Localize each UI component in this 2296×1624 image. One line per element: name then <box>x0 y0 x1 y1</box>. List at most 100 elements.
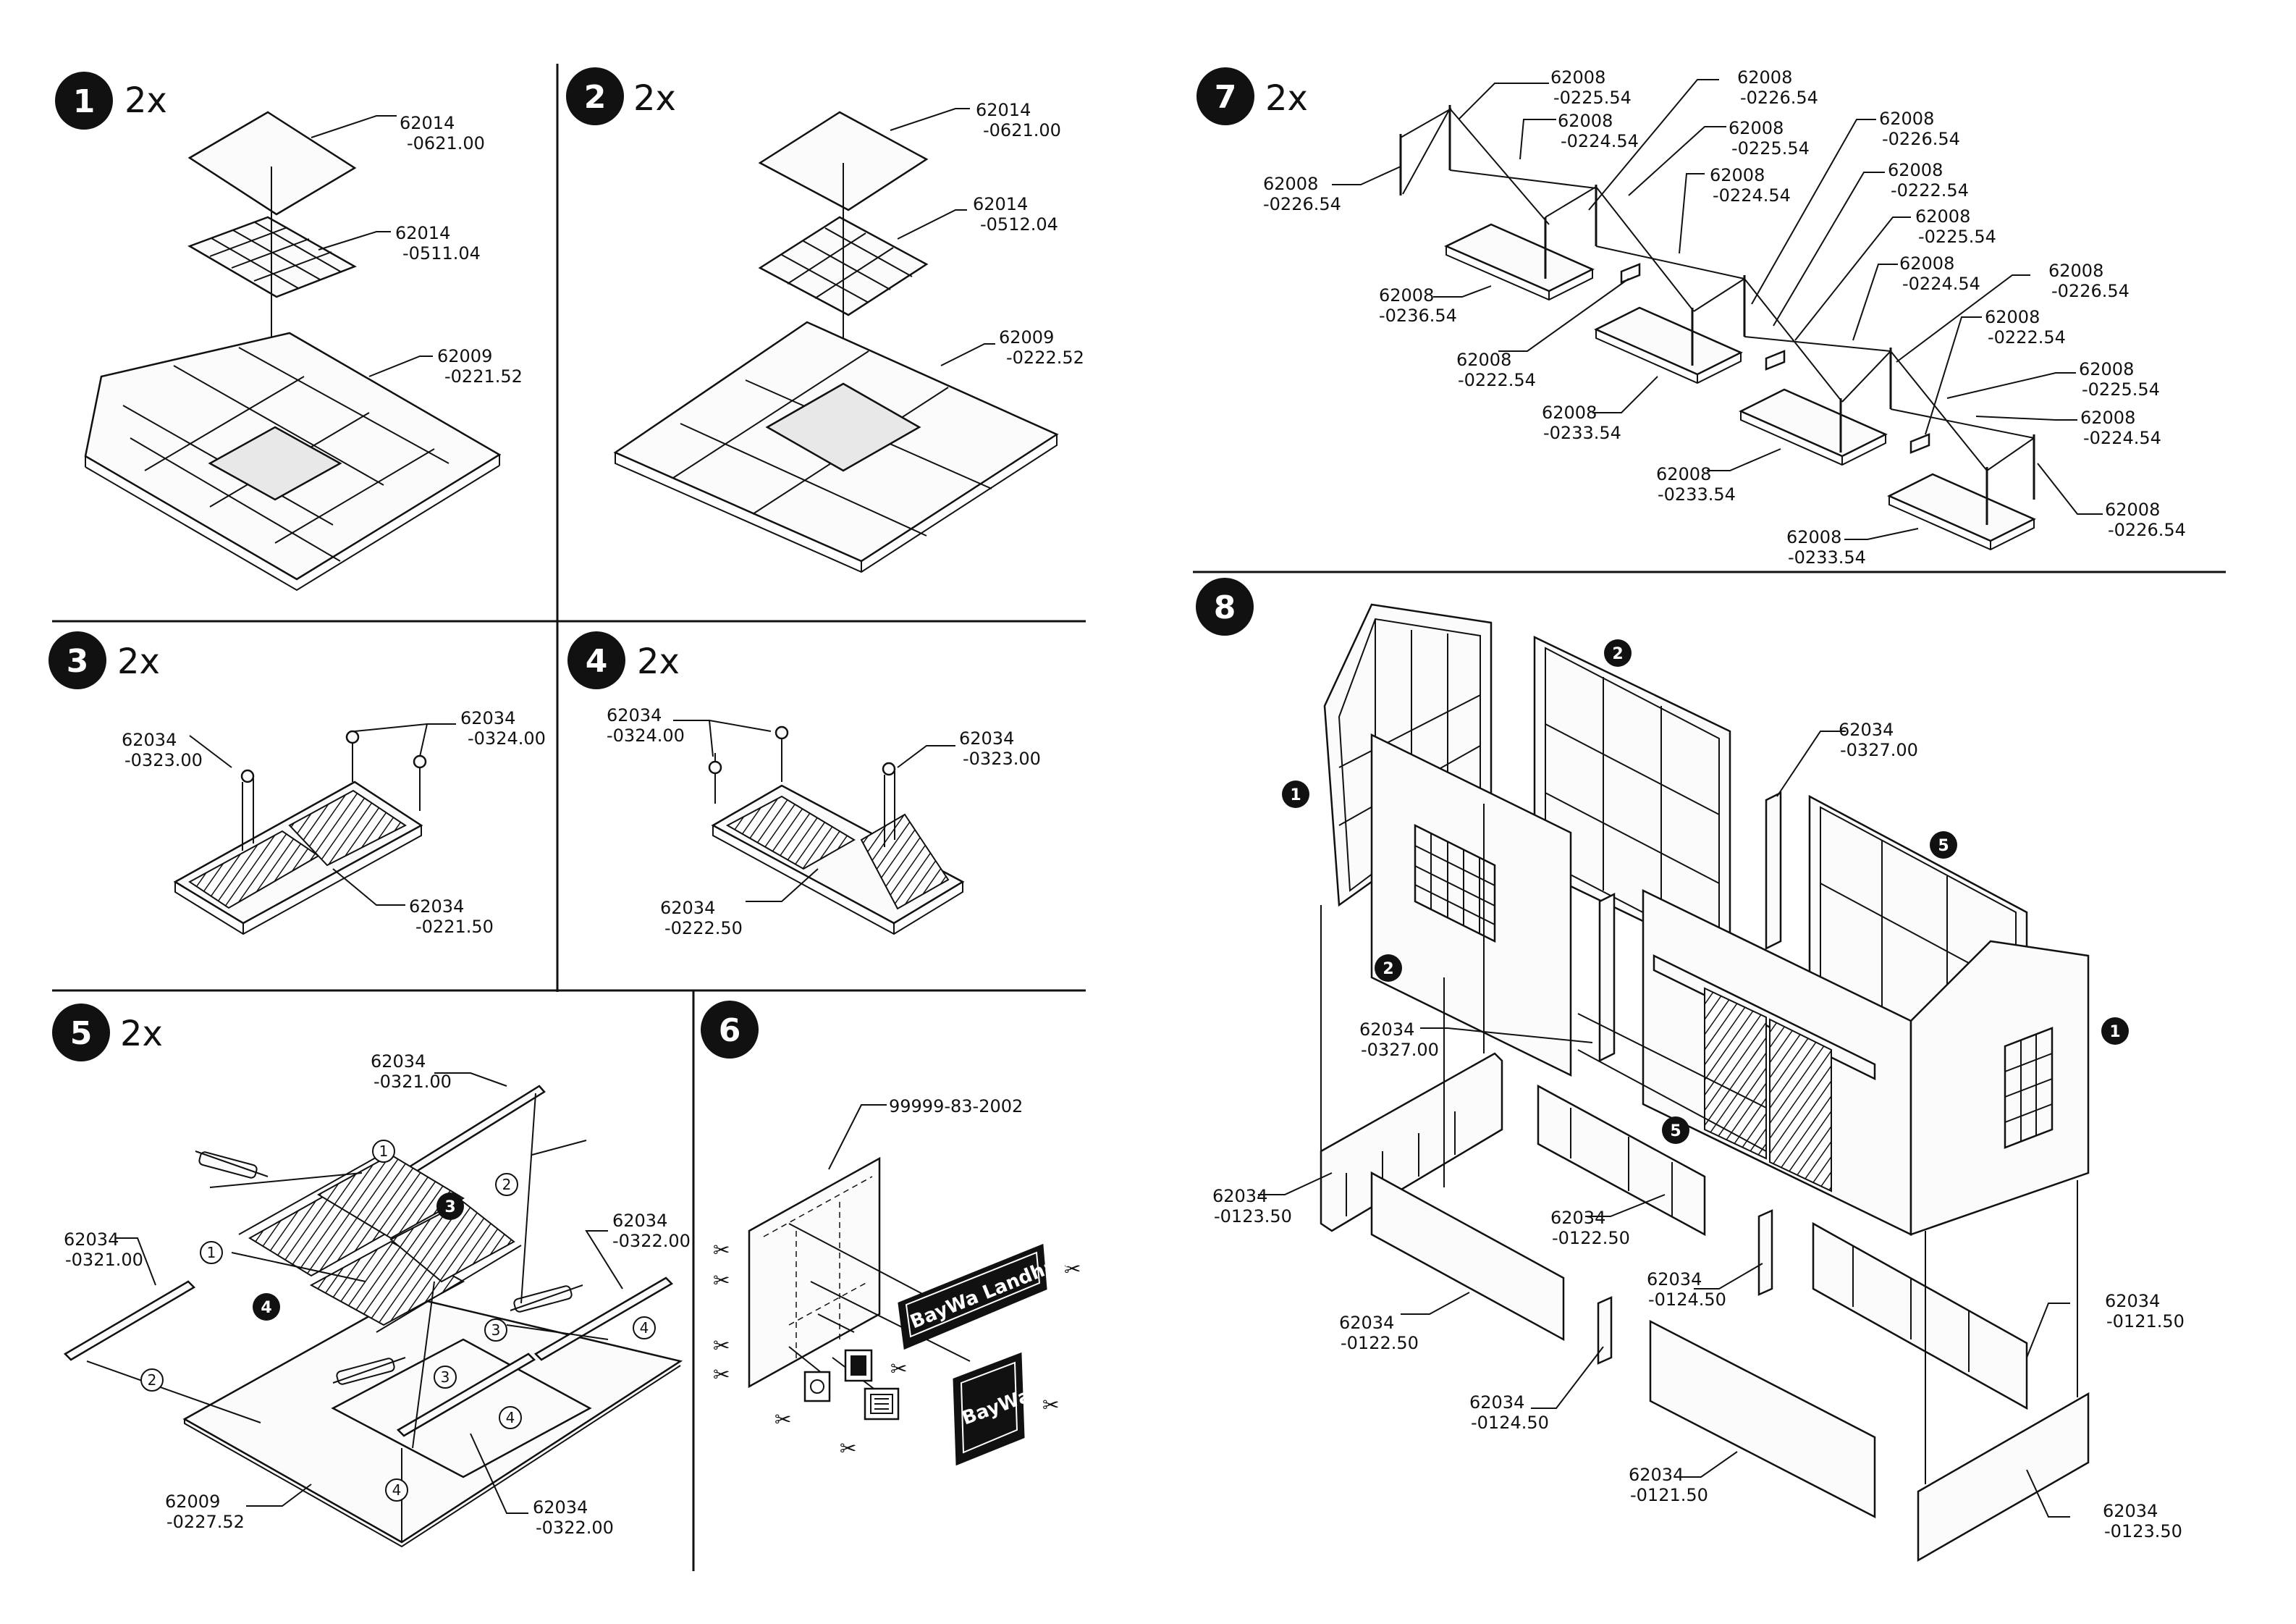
part-number: -0221.50 <box>415 917 494 937</box>
leader-line <box>1628 126 1726 196</box>
leader-line <box>246 1484 312 1507</box>
part-code: 62034 <box>612 1211 667 1231</box>
fence-posts <box>1399 105 2035 525</box>
circled-marker: 1 <box>200 1241 223 1264</box>
step-2: 2 2x 62014 -0621.00 62014 -0512.04 62009… <box>566 67 1084 573</box>
part-code: 62034 <box>1339 1313 1394 1333</box>
leader-line <box>1925 316 1982 435</box>
circled-marker: 2 <box>140 1368 164 1392</box>
leader-line <box>1773 172 1885 327</box>
scissors-icon: ✂ <box>840 1436 856 1460</box>
leader-line <box>1458 83 1549 120</box>
part-number: -0122.50 <box>1552 1228 1630 1248</box>
svg-text:✂: ✂ <box>840 1436 856 1460</box>
part-code: 62008 <box>1888 160 1943 180</box>
door-hinge-pins <box>240 730 427 851</box>
part-code: 62008 <box>2105 500 2160 520</box>
part-code: 62008 <box>1915 206 1970 227</box>
assembly-guide-line <box>86 1093 609 1542</box>
leader-line <box>189 735 232 768</box>
part-code: 99999-83-2002 <box>889 1096 1023 1116</box>
scissors-icon: ✂ <box>713 1269 730 1292</box>
part-code: 62034 <box>607 705 662 725</box>
decal-small <box>803 1371 831 1402</box>
part-code: 62008 <box>2079 359 2134 379</box>
step-multiplier: 2x <box>117 641 160 682</box>
decal-small <box>844 1349 873 1382</box>
part-code: 62008 <box>1558 111 1613 131</box>
part-code: 62008 <box>1550 67 1605 88</box>
svg-text:5: 5 <box>1670 1122 1681 1140</box>
part-number: -0221.52 <box>444 366 523 387</box>
part-number: -0327.00 <box>1840 740 1918 760</box>
part-code: 62008 <box>2048 261 2103 281</box>
leader-line <box>897 745 955 768</box>
svg-text:3: 3 <box>441 1368 450 1386</box>
leader-line <box>2026 1469 2070 1518</box>
part-code: 62034 <box>533 1497 588 1518</box>
leader-line <box>746 868 819 902</box>
circled-marker: 3 <box>484 1318 507 1342</box>
part-code: 62034 <box>959 728 1014 749</box>
step-badge: 7 <box>1196 67 1254 125</box>
part-code: 62008 <box>1786 527 1841 547</box>
step-reference-badge: 2 <box>1604 639 1632 667</box>
leader-line <box>890 108 970 131</box>
leader-line <box>1420 1027 1593 1043</box>
part-code: 62008 <box>1879 109 1934 129</box>
svg-text:3: 3 <box>444 1198 455 1216</box>
part-code: 62014 <box>395 223 450 243</box>
leader-line <box>1498 278 1629 352</box>
step-number: 7 <box>1215 79 1237 116</box>
leader-line <box>1588 79 1719 211</box>
part-code: 62034 <box>1550 1208 1605 1228</box>
part-number: -0222.54 <box>1988 327 2066 348</box>
scissors-icon: ✂ <box>713 1334 730 1358</box>
part-number: -0222.54 <box>1891 180 1969 201</box>
step-number: 6 <box>719 1012 741 1049</box>
part-code: 62008 <box>1263 174 1318 194</box>
svg-text:4: 4 <box>640 1319 649 1337</box>
part-number: -0224.54 <box>1902 274 1980 294</box>
svg-text:2: 2 <box>502 1176 512 1193</box>
part-number: -0123.50 <box>1214 1206 1292 1227</box>
part-number: -0226.54 <box>2108 520 2186 540</box>
part-number: -0233.54 <box>1788 547 1866 568</box>
leader-line <box>1585 1194 1666 1217</box>
circled-marker: 4 <box>633 1316 656 1339</box>
circled-marker: 2 <box>495 1173 518 1196</box>
part-code: 62034 <box>1629 1465 1684 1485</box>
part-number: -0621.00 <box>983 120 1061 140</box>
leader-line <box>1852 264 1898 341</box>
step-multiplier: 2x <box>124 80 167 121</box>
sign-baywa: BayWa <box>953 1352 1034 1466</box>
leader-line <box>940 343 995 366</box>
door-panel <box>711 784 965 935</box>
front-wall <box>1370 733 1572 1077</box>
step-number: 2 <box>584 79 607 116</box>
leader-line <box>1401 1292 1470 1315</box>
leader-line <box>354 723 456 757</box>
leader-line <box>1975 416 2077 421</box>
leader-line <box>1751 119 1876 305</box>
scissors-icon: ✂ <box>1042 1393 1059 1417</box>
step-number: 1 <box>73 83 96 120</box>
part-number: -0123.50 <box>2104 1521 2182 1541</box>
wall-frame <box>613 321 1059 573</box>
glue-tube-icon <box>510 1284 583 1313</box>
leader-line <box>1707 448 1781 471</box>
svg-text:1: 1 <box>379 1143 389 1160</box>
step-reference-badge: 5 <box>1930 831 1957 859</box>
step-badge: 4 <box>567 631 625 689</box>
scissors-icon: ✂ <box>713 1238 730 1262</box>
part-number: -0321.00 <box>373 1072 452 1092</box>
svg-text:5: 5 <box>1938 837 1949 855</box>
step-badge: 2 <box>566 67 624 125</box>
svg-text:1: 1 <box>2109 1023 2120 1041</box>
part-number: -0225.54 <box>2082 379 2160 400</box>
glue-tube-icon <box>195 1150 269 1179</box>
part-number: -0121.50 <box>2106 1311 2185 1331</box>
part-number: -0224.54 <box>2083 428 2161 448</box>
part-number: -0224.54 <box>1713 185 1791 206</box>
step-multiplier: 2x <box>637 641 680 682</box>
